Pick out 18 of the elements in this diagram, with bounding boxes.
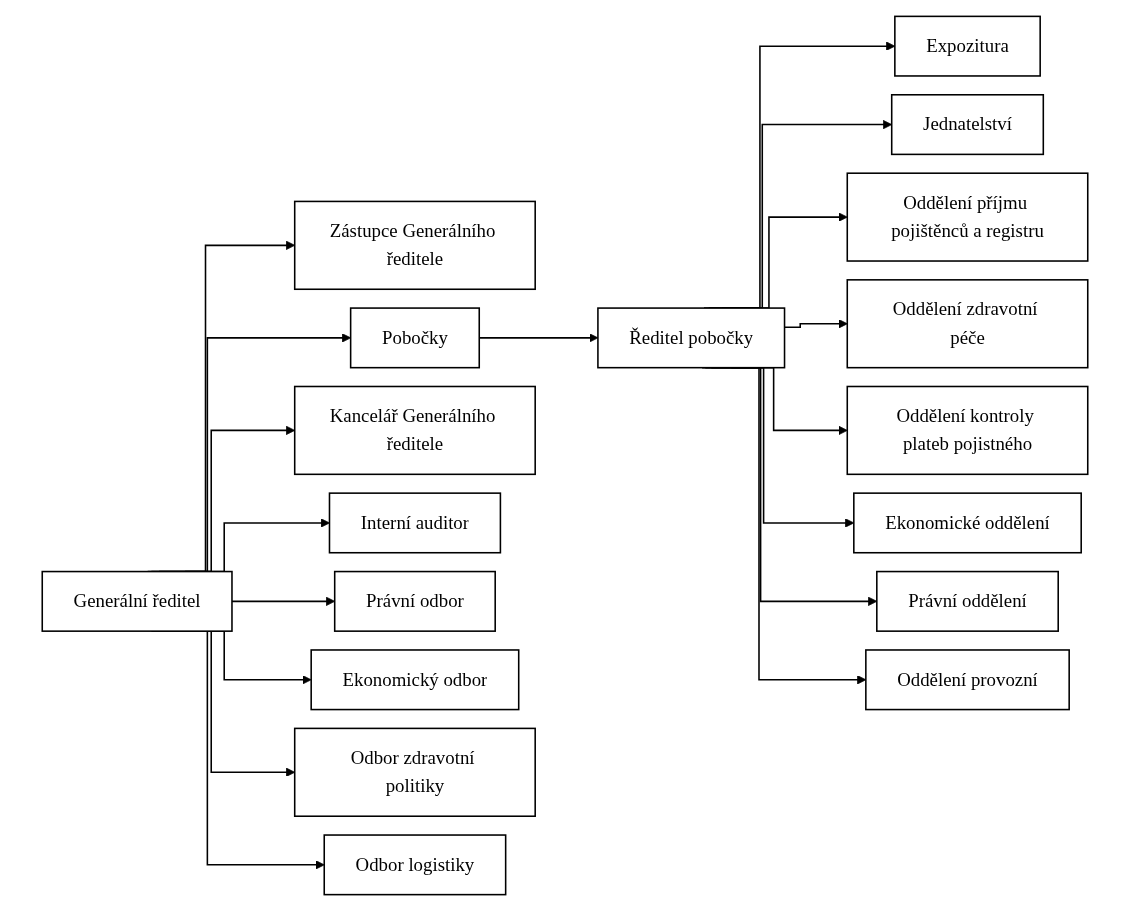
node-box: Jednatelství [890,94,1045,156]
node-box: Odbor logistiky [323,834,507,896]
node-box: Ekonomický odbor [310,649,520,711]
node-box: Oddělení kontroly plateb pojistného [846,385,1089,476]
node-box: Ředitel pobočky [597,307,786,369]
node-box: Právní odbor [333,570,496,632]
node-box: Expozitura [894,15,1041,77]
node-box: Oddělení zdravotní péče [846,279,1089,369]
node-box: Pobočky [349,307,481,369]
node-box: Kancelář Generálního ředitele [293,385,536,476]
node-box: Zástupce Generálního ředitele [293,200,536,291]
node-box: Oddělení příjmu pojištěnců a registru [846,172,1089,262]
node-box: Oddělení provozní [865,649,1070,711]
node-box: Odbor zdravotní politiky [293,727,536,817]
node-box: Právní oddělení [876,570,1059,632]
node-box: Interní auditor [328,492,502,554]
node-box: Ekonomické oddělení [853,492,1082,554]
node-box: Generální ředitel [41,570,233,632]
